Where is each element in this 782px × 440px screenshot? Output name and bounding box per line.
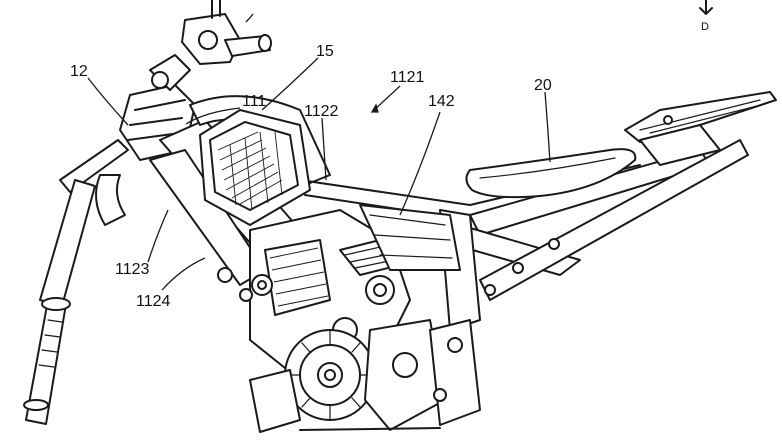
- leader-lines: [87, 13, 551, 291]
- label-111: 111: [242, 93, 266, 110]
- label-142: 142: [428, 93, 455, 110]
- front-fork: [23, 139, 129, 425]
- seat: [465, 91, 777, 199]
- label-direction-d: D: [701, 21, 709, 33]
- label-1121: 1121: [390, 69, 425, 86]
- label-20: 20: [534, 77, 552, 94]
- label-15: 15: [316, 43, 334, 60]
- label-12: 12: [70, 63, 88, 80]
- crankcase: [249, 319, 481, 433]
- label-1123: 1123: [115, 261, 150, 278]
- label-1124: 1124: [136, 293, 171, 310]
- electronic-control-unit: [199, 109, 311, 226]
- direction-arrow: [699, 0, 713, 15]
- tank-region: [359, 204, 461, 271]
- label-1122: 1122: [304, 103, 339, 120]
- handlebar-mount: [181, 0, 272, 65]
- generator-cover: [284, 329, 376, 421]
